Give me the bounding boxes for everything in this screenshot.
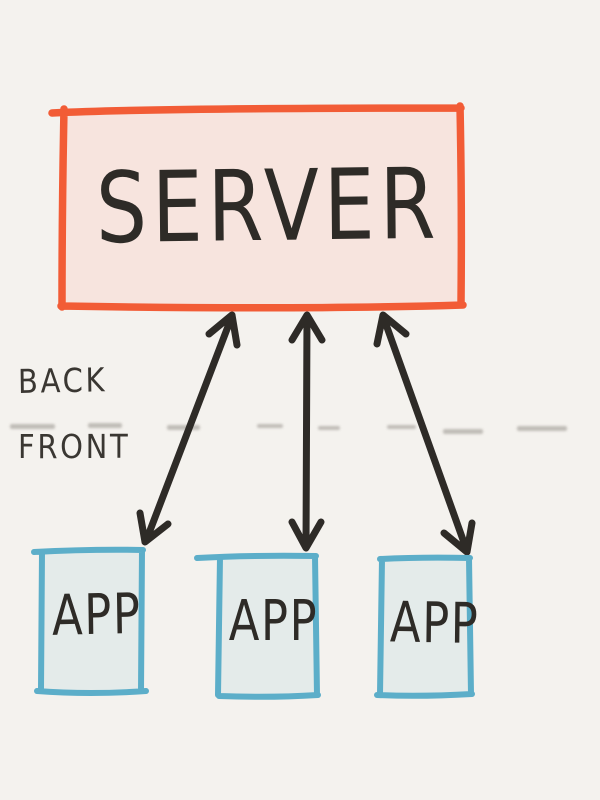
smudge-dash xyxy=(517,426,567,431)
back-layer-label: BACK xyxy=(17,360,108,401)
double-arrow-server-app-1 xyxy=(136,311,241,546)
app-box-2-border xyxy=(194,552,321,700)
app-box-1-fill xyxy=(44,551,140,691)
app-box-2-fill xyxy=(221,557,315,695)
smudge-divider-line xyxy=(10,423,567,434)
server-box-fill xyxy=(63,110,459,305)
server-box xyxy=(48,102,467,312)
app-label-3: APP xyxy=(389,590,480,657)
front-layer-label: FRONT xyxy=(18,427,131,466)
smudge-dash xyxy=(88,423,122,428)
smudge-dash xyxy=(387,425,416,429)
app-box-2 xyxy=(194,552,321,700)
app-label-1: APP xyxy=(51,581,142,649)
app-box-3 xyxy=(374,554,475,699)
smudge-dash xyxy=(10,424,55,429)
server-box-border xyxy=(48,102,467,312)
double-arrow-server-app-3 xyxy=(373,311,476,556)
connection-arrows xyxy=(136,311,476,556)
smudge-dash xyxy=(257,424,283,428)
smudge-dash xyxy=(443,429,483,434)
smudge-dash xyxy=(167,425,200,430)
app-box-1 xyxy=(31,546,149,696)
double-arrow-server-app-2 xyxy=(288,311,326,552)
app-label-2: APP xyxy=(228,589,319,654)
smudge-dash xyxy=(318,426,340,430)
app-box-1-border xyxy=(31,546,149,696)
app-box-3-fill xyxy=(383,559,468,694)
server-label: SERVER xyxy=(95,147,441,267)
app-box-3-border xyxy=(374,554,475,699)
